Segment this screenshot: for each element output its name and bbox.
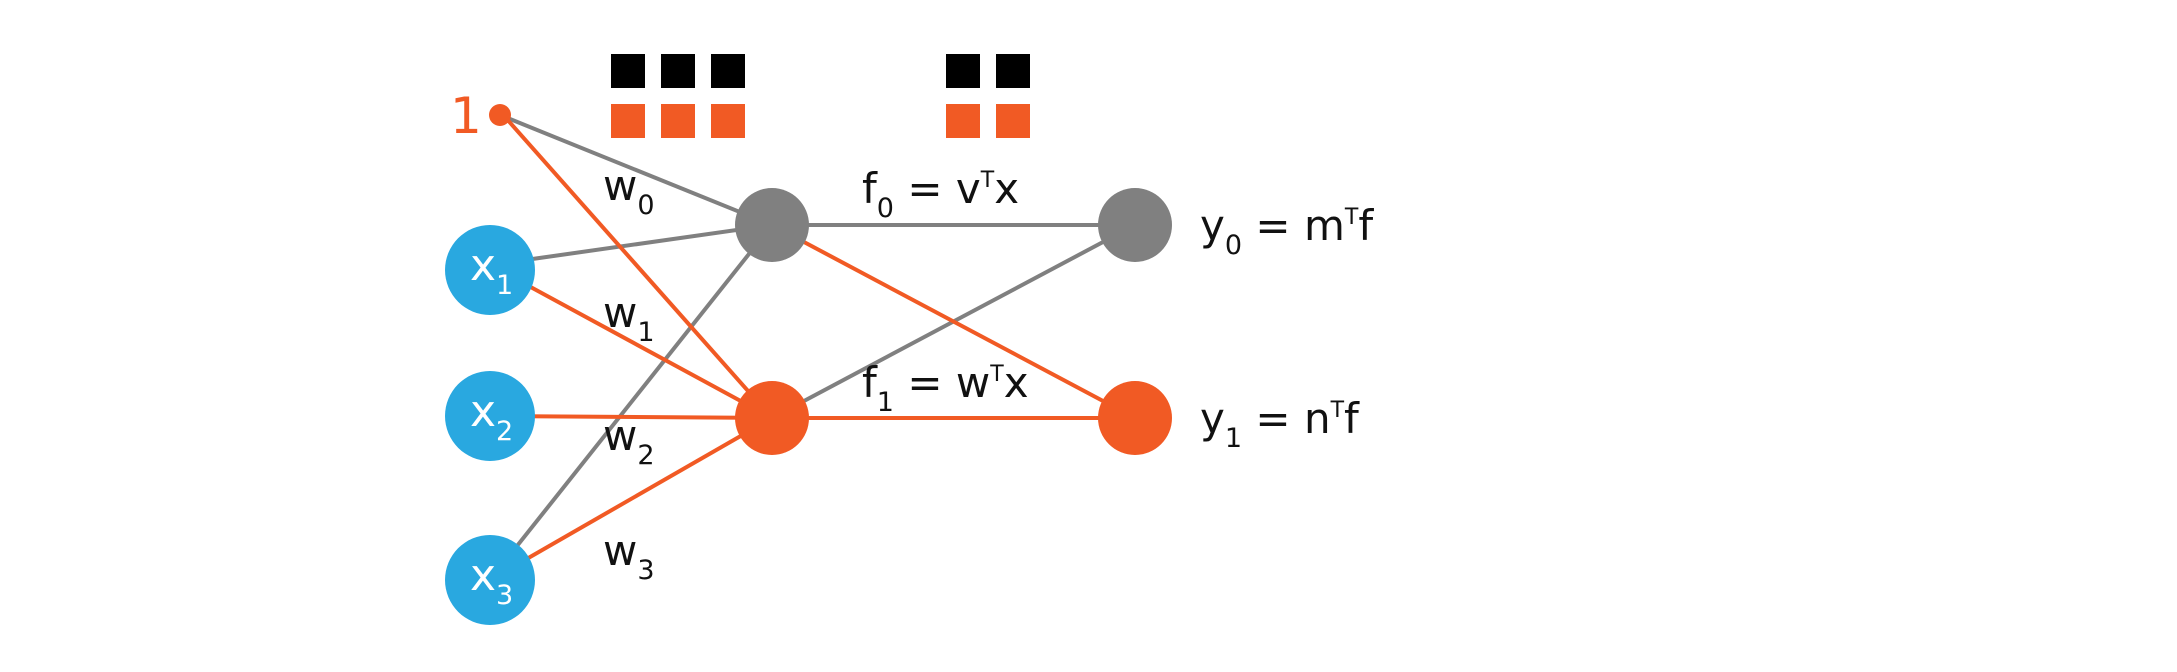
hidden-layer [735,188,809,455]
output-node-y1 [1098,381,1172,455]
edge-x1-f0 [489,223,773,267]
weight-block-0-black-square-0 [611,54,645,88]
input-node-x2-label: x2 [470,386,513,447]
input-node-x1: x1 [445,225,535,315]
weight-block-1-black-square-1 [996,54,1030,88]
edge-f0-y1 [771,223,1136,420]
input-node-x3-label: x3 [470,550,513,611]
edge-x3-f1 [489,416,773,582]
input-node-x2-circle [445,371,535,461]
input-node-x3-circle [445,535,535,625]
input-node-x3: x3 [445,535,535,625]
bias-dot [489,104,511,126]
edge-x3-f0 [488,223,774,582]
input-node-x1-label: x1 [470,240,513,301]
weight-label-w2: w2 [603,411,655,471]
output-layer [1098,188,1172,455]
weight-label-w0: w0 [603,161,655,221]
weight-block-0-orange-square-0 [611,104,645,138]
weight-block-1-orange-square-1 [996,104,1030,138]
output-equations: y0 = mTf y1 = nTf [1200,201,1374,454]
edge-bias-f0 [504,115,773,227]
hidden-equation-f1: f1 = wTx [862,358,1029,418]
weight-block-1-black-square-0 [946,54,980,88]
output-equation-y1: y1 = nTf [1200,394,1360,454]
edge-x1-f1 [489,263,773,420]
input-node-x1-circle [445,225,535,315]
input-node-x2: x2 [445,371,535,461]
weight-block-0-orange-square-2 [711,104,745,138]
weight-matrix-icons [611,54,1030,138]
weight-label-w1: w1 [603,288,655,348]
hidden-equation-f0: f0 = vTx [862,164,1019,224]
weight-label-w3: w3 [603,526,655,586]
output-equation-y0: y0 = mTf [1200,201,1374,261]
bias-label: 1 [450,87,482,145]
connections [488,115,1136,582]
weight-block-0-black-square-1 [661,54,695,88]
edge-x2-f1 [489,414,773,420]
weight-block-0-orange-square-1 [661,104,695,138]
weight-labels: w0 w1 w2 w3 [603,161,655,586]
weight-block-0-black-square-2 [711,54,745,88]
edge-bias-f1 [503,115,774,420]
weight-block-1-orange-square-0 [946,104,980,138]
hidden-node-f0 [735,188,809,262]
hidden-node-f1 [735,381,809,455]
bias-unit: 1 [450,87,511,145]
input-layer: x1 x2 x3 [445,225,535,625]
hidden-equations: f0 = vTx f1 = wTx [862,164,1029,418]
output-node-y0 [1098,188,1172,262]
